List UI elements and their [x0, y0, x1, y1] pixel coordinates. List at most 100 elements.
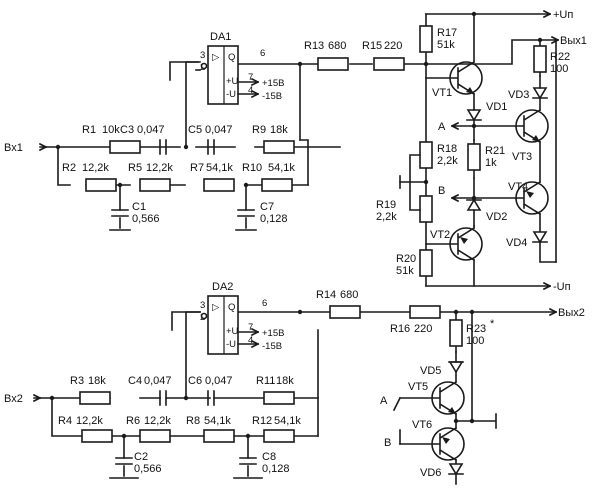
- value-C6: 0,047: [205, 375, 233, 387]
- svg-text:VT6: VT6: [412, 419, 432, 431]
- output-stage-2: Вых2 R23 * 100 VD5 VT5 VT6: [380, 307, 585, 485]
- label-R16: R16: [390, 323, 410, 335]
- label-R22: R22: [550, 51, 570, 63]
- svg-text:+15В: +15В: [262, 78, 284, 89]
- capacitor-C2: [115, 457, 133, 465]
- label-C5: C5: [188, 124, 202, 136]
- mark-R23: *: [490, 318, 495, 330]
- resistor-R5: [139, 178, 171, 192]
- svg-text:6: 6: [260, 48, 265, 59]
- transistor-VT4: VT4: [473, 180, 549, 216]
- label-DA2: DA2: [212, 281, 233, 293]
- svg-text:VT2: VT2: [430, 229, 450, 241]
- value-R8: 54,1k: [204, 415, 231, 427]
- label-R4: R4: [58, 415, 72, 427]
- resistor-R15: [373, 57, 405, 71]
- label-R20: R20: [396, 253, 416, 265]
- channel-2: R3 18k R4 12,2k R6 12,2k R8 54,1k R12 54…: [4, 281, 557, 479]
- svg-text:-U: -U: [226, 89, 236, 100]
- port-b1: B: [438, 185, 445, 197]
- port-a2: A: [380, 395, 388, 407]
- label-R14: R14: [316, 289, 336, 301]
- svg-text:6: 6: [262, 298, 267, 309]
- value-R18: 2,2k: [437, 155, 458, 167]
- svg-text:3: 3: [200, 300, 205, 311]
- label-R6: R6: [126, 415, 140, 427]
- resistor-R1: [109, 140, 141, 154]
- label-R2: R2: [62, 162, 76, 174]
- label-R11: R11: [256, 375, 275, 387]
- label-C3: C3: [120, 124, 134, 136]
- value-C4: 0,047: [144, 375, 172, 387]
- value-R19: 2,2k: [376, 211, 397, 223]
- svg-text:-U: -U: [226, 339, 236, 350]
- svg-text:+U: +U: [226, 326, 239, 337]
- value-R1: 10k: [102, 124, 120, 136]
- supply-neg: -Uп: [553, 281, 571, 293]
- svg-text:VD4: VD4: [506, 237, 527, 249]
- label-R9: R9: [252, 124, 266, 136]
- resistor-R17: [419, 25, 433, 53]
- transistor-VT5: VT5: [399, 380, 465, 416]
- svg-text:VT4: VT4: [508, 181, 528, 193]
- svg-text:Q: Q: [228, 52, 235, 63]
- label-C6: C6: [188, 375, 202, 387]
- label-R18: R18: [437, 143, 457, 155]
- label-R7: R7: [190, 162, 204, 174]
- transistor-VT2: VT2: [425, 225, 483, 287]
- value-R3: 18k: [88, 375, 106, 387]
- diode-VD1: VD1: [466, 101, 507, 141]
- value-R5: 12,2k: [146, 162, 173, 174]
- port-in1: Вх1: [4, 142, 23, 154]
- value-R20: 51k: [396, 265, 414, 277]
- svg-text:4: 4: [248, 335, 253, 346]
- label-C7: C7: [260, 201, 274, 213]
- channel-1: R1 10k R2 12,2k R5 12,2k R7 54,1k R10 54…: [4, 31, 427, 231]
- value-R9: 18k: [270, 124, 288, 136]
- value-R12: 54,1k: [274, 415, 301, 427]
- label-R1: R1: [82, 124, 96, 136]
- svg-text:Q: Q: [228, 302, 235, 313]
- svg-text:▷: ▷: [212, 52, 220, 63]
- transistor-VT1: VT1: [425, 13, 483, 111]
- diode-VD4: VD4: [506, 213, 557, 263]
- value-R6: 12,2k: [144, 415, 171, 427]
- label-R10: R10: [242, 162, 262, 174]
- label-R17: R17: [437, 27, 457, 39]
- port-out2: Вых2: [558, 307, 585, 319]
- svg-text:VT3: VT3: [512, 151, 532, 163]
- port-a1: A: [438, 121, 446, 133]
- resistor-R20: [419, 249, 433, 277]
- value-R11: 18k: [276, 375, 294, 387]
- svg-text:7: 7: [248, 322, 253, 333]
- label-R13: R13: [304, 40, 324, 52]
- resistor-R18: [419, 141, 433, 169]
- value-R23: 100: [466, 335, 484, 347]
- svg-text:VD3: VD3: [508, 89, 529, 101]
- value-C5: 0,047: [205, 124, 233, 136]
- label-C1: C1: [132, 201, 146, 213]
- value-R2: 12,2k: [82, 162, 109, 174]
- resistor-R11: [263, 391, 295, 405]
- value-R7: 54,1k: [206, 162, 233, 174]
- svg-text:+15В: +15В: [262, 328, 284, 339]
- resistor-R9: [263, 140, 295, 154]
- value-R21: 1k: [485, 157, 497, 169]
- svg-text:4: 4: [248, 85, 253, 96]
- opamp-DA1: ▷ Q +U -U DA1 3 2 6 7 4 +15В -15В: [200, 31, 284, 105]
- svg-text:-15В: -15В: [262, 341, 282, 352]
- resistor-R2-body: [85, 178, 117, 192]
- diode-VD5: VD5: [420, 351, 464, 383]
- svg-text:▷: ▷: [212, 302, 220, 313]
- resistor-R10: [261, 178, 293, 192]
- svg-text:VD2: VD2: [486, 211, 507, 223]
- svg-text:3: 3: [200, 50, 205, 61]
- resistor-R13: [317, 57, 349, 71]
- svg-text:-15В: -15В: [262, 91, 282, 102]
- label-DA1: DA1: [210, 31, 231, 43]
- capacitor-C7: [237, 209, 255, 217]
- label-R21: R21: [485, 145, 505, 157]
- diode-VD6: VD6: [420, 459, 464, 485]
- resistor-R4: [81, 429, 113, 443]
